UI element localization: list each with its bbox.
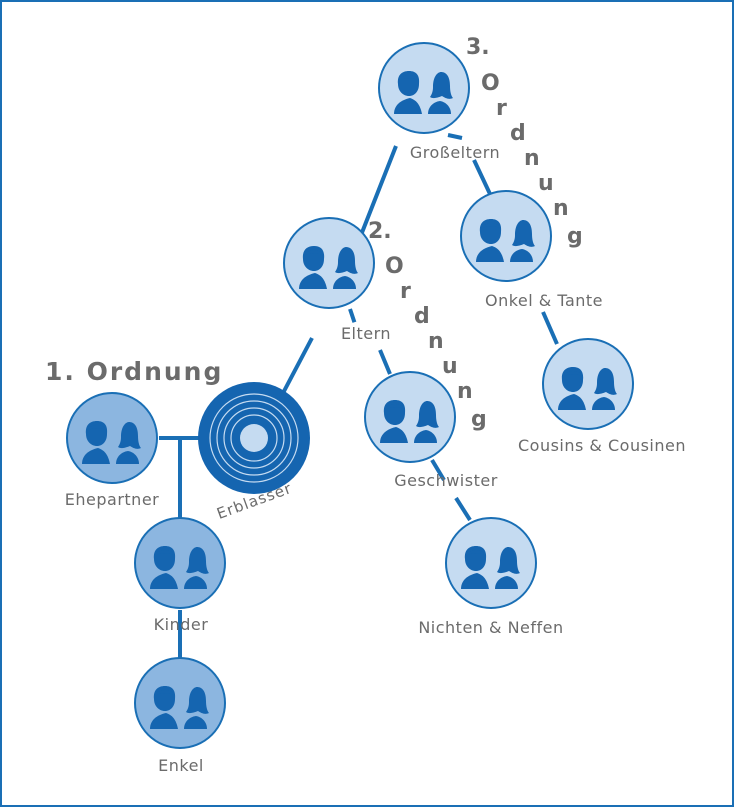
node-ehepartner [66, 392, 158, 484]
label-ehepartner: Ehepartner [65, 490, 159, 509]
order-3-word: O r d n u n g [481, 71, 583, 249]
label-eltern: Eltern [341, 324, 391, 343]
label-nichten-neffen: Nichten & Neffen [418, 618, 563, 637]
svg-text:n: n [524, 146, 540, 171]
svg-text:g: g [471, 407, 487, 432]
label-onkel-tante: Onkel & Tante [485, 291, 603, 310]
label-cousins: Cousins & Cousinen [518, 436, 686, 455]
label-geschwister: Geschwister [394, 471, 498, 490]
label-enkel: Enkel [158, 756, 204, 775]
order-2-word: O r d n u n g [385, 254, 487, 432]
node-kinder [134, 517, 226, 609]
svg-text:n: n [428, 329, 444, 354]
svg-text:u: u [538, 171, 554, 196]
svg-text:u: u [442, 354, 458, 379]
svg-text:r: r [496, 96, 507, 121]
node-nichten-neffen [445, 517, 537, 609]
svg-text:O: O [385, 254, 404, 279]
svg-text:d: d [414, 304, 430, 329]
order-2-number: 2. [368, 219, 392, 244]
svg-text:g: g [567, 224, 583, 249]
label-kinder: Kinder [154, 615, 209, 634]
svg-text:r: r [400, 279, 411, 304]
node-enkel [134, 657, 226, 749]
node-geschwister [364, 371, 456, 463]
svg-text:n: n [553, 196, 569, 221]
node-eltern [283, 217, 375, 309]
node-erblasser [198, 382, 310, 494]
label-grosseltern: Großeltern [410, 143, 500, 162]
svg-text:O: O [481, 71, 500, 96]
order-3-number: 3. [466, 35, 490, 60]
order-1-label: 1. Ordnung [45, 357, 223, 386]
node-grosseltern [378, 42, 470, 134]
target-icon [240, 424, 268, 452]
node-cousins [542, 338, 634, 430]
svg-text:d: d [510, 121, 526, 146]
svg-text:n: n [457, 379, 473, 404]
node-onkel-tante [460, 190, 552, 282]
